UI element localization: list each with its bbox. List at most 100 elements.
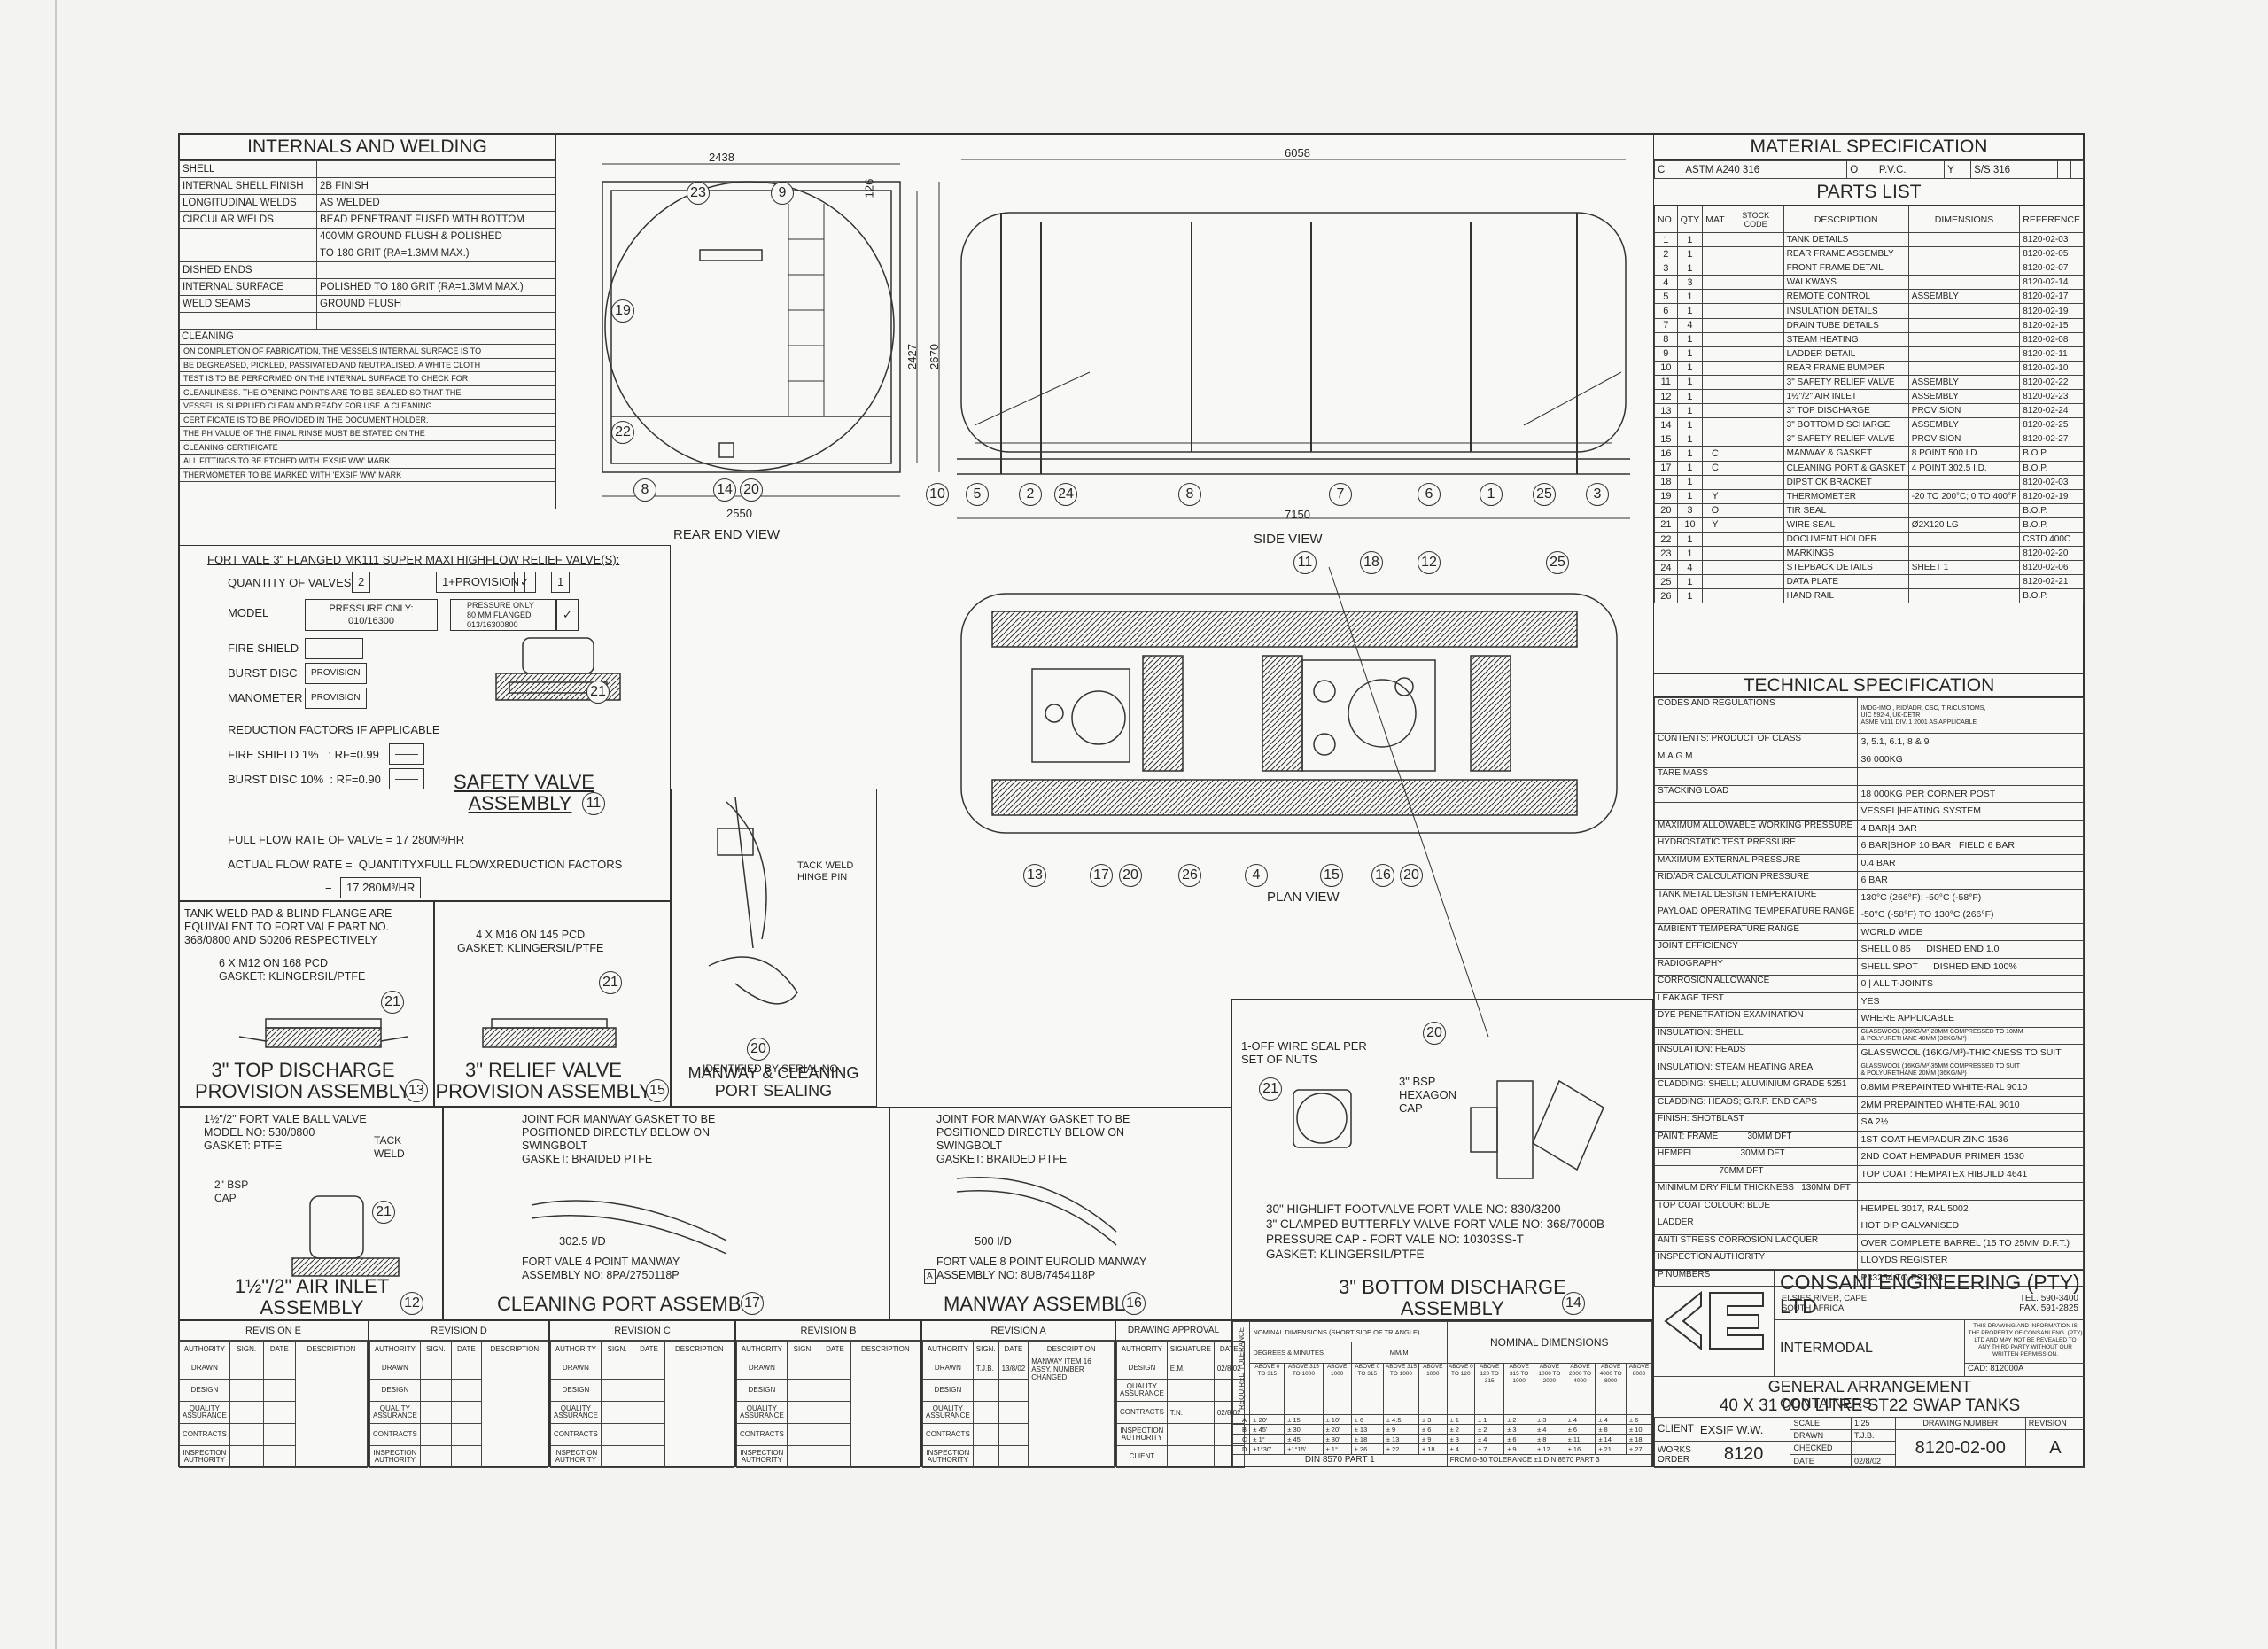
tech-spec-value: HOT DIP GALVANISED — [1857, 1217, 2084, 1235]
revision-sign — [600, 1357, 634, 1380]
tack-weld-label: TACK WELD HINGE PIN — [797, 860, 854, 883]
revision-header: DESCRIPTION — [664, 1341, 735, 1357]
tolerance-column: ABOVE 1000 — [1418, 1362, 1448, 1415]
tech-spec-label: ANTI STRESS CORROSION LACQUER — [1653, 1233, 1859, 1252]
tech-spec-value: 0.4 BAR — [1857, 853, 2084, 872]
parts-cell: 3 — [1654, 261, 1678, 276]
parts-cell: 14 — [1654, 417, 1678, 433]
parts-cell — [1702, 531, 1728, 548]
parts-cell — [1907, 331, 2021, 347]
revision-authority: DESIGN — [922, 1379, 974, 1402]
tolerance-column: ABOVE 0 TO 120 — [1446, 1362, 1476, 1415]
revision-date — [262, 1423, 297, 1446]
approval-cell — [1166, 1445, 1215, 1468]
revision-header: SIGN. — [600, 1341, 634, 1357]
tolerance-value: ± 1° — [1249, 1434, 1285, 1445]
drawing-title-line-2: 40 x 31 000 LITRE ST22 SWAP TANKS — [1719, 1396, 2021, 1415]
tolerance-value: ± 6 — [1564, 1424, 1596, 1435]
parts-cell: 1 — [1676, 246, 1704, 262]
technical-spec-panel: TECHNICAL SPECIFICATION CODES AND REGULA… — [1653, 673, 2085, 1287]
revision-sign — [786, 1357, 820, 1380]
revision-header: SIGN. — [786, 1341, 820, 1357]
tolerance-side-label: REQUIRED TOLERANCE — [1232, 1321, 1250, 1415]
item-balloon: 26 — [1178, 864, 1201, 887]
tech-spec-value: SHELL SPOT DISHED END 100% — [1857, 957, 2084, 976]
tech-spec-label: LEAKAGE TEST — [1653, 992, 1859, 1010]
revision-row: DESIGN — [550, 1379, 734, 1402]
revision-date — [262, 1401, 297, 1424]
tech-spec-value: TOP COAT : HEMPATEX HIBUILD 4641 — [1857, 1164, 2084, 1183]
technical-spec-title: TECHNICAL SPECIFICATION — [1654, 674, 2084, 697]
item-balloon: 8 — [1178, 483, 1201, 506]
parts-cell: 1 — [1676, 331, 1704, 347]
tolerance-value: ± 14 — [1595, 1434, 1627, 1445]
parts-cell: B.O.P. — [2019, 517, 2084, 533]
parts-cell: 21 — [1654, 517, 1678, 533]
tech-spec-label: TOP COAT COLOUR: BLUE — [1653, 1199, 1859, 1217]
revision-date — [262, 1357, 297, 1380]
revision-sign — [972, 1423, 999, 1446]
item-balloon: 14 — [1562, 1292, 1585, 1315]
parts-cell: 20 — [1654, 502, 1678, 518]
rf-fire-box: —— — [389, 743, 424, 765]
tech-spec-label: M.A.G.M. — [1653, 750, 1859, 768]
revision-title: REVISION E — [179, 1321, 368, 1341]
tolerance-footer-1: DIN 8570 PART 1 — [1232, 1453, 1448, 1467]
tolerance-value: ± 9 — [1382, 1424, 1420, 1435]
parts-cell: CSTD 400C — [2019, 531, 2084, 548]
approval-cell: 02/8/02 — [1213, 1357, 1245, 1380]
revision-row: CONTRACTS — [369, 1423, 548, 1446]
item-balloon: 21 — [599, 971, 622, 994]
revision-date — [819, 1357, 851, 1380]
revision-row: DRAWN — [179, 1357, 368, 1468]
parts-cell: 8120-02-27 — [2019, 432, 2084, 447]
tech-spec-label: AMBIENT TEMPERATURE RANGE — [1653, 922, 1859, 941]
parts-cell — [1727, 446, 1784, 462]
fire-shield-label: FIRE SHIELD — [228, 642, 299, 655]
revision-sign — [600, 1401, 634, 1424]
manway-note: JOINT FOR MANWAY GASKET TO BE POSITIONED… — [936, 1113, 1130, 1165]
model-label: MODEL — [228, 606, 269, 619]
rf-fire-shield: FIRE SHIELD 1% : RF=0.99 — [228, 748, 379, 761]
drawing-number-label: DRAWING NUMBER — [1894, 1417, 2026, 1430]
parts-cell — [1702, 289, 1728, 305]
parts-cell: 18 — [1654, 474, 1678, 490]
parts-cell: 1 — [1676, 346, 1704, 362]
revision-row: INSPECTION AUTHORITY — [736, 1445, 920, 1468]
tolerance-value: ± 2 — [1446, 1424, 1476, 1435]
parts-cell: REAR FRAME BUMPER — [1783, 360, 1909, 376]
item-balloon: 20 — [1400, 864, 1423, 887]
tolerance-value: ± 4 — [1446, 1443, 1476, 1455]
parts-cell: 8 — [1654, 331, 1678, 347]
tech-spec-label: FINISH: SHOTBLAST — [1653, 1113, 1859, 1132]
parts-cell: Y — [1702, 517, 1728, 533]
revision-authority: QUALITY ASSURANCE — [179, 1401, 230, 1424]
revision-date — [998, 1379, 1029, 1402]
parts-cell — [1702, 432, 1728, 447]
revision-date — [819, 1401, 851, 1424]
parts-cell: 1 — [1676, 474, 1704, 490]
parts-cell: 1 — [1676, 488, 1704, 504]
item-balloon: 17 — [741, 1292, 764, 1315]
checked-value — [1851, 1441, 1896, 1456]
tech-spec-value: HEMPEL 3017, RAL 5002 — [1857, 1199, 2084, 1217]
tech-spec-value: LLOYDS REGISTER — [1857, 1251, 2084, 1270]
parts-cell — [1702, 588, 1728, 604]
revision-header: DATE — [633, 1341, 665, 1357]
rf-burst-disc: BURST DISC 10% : RF=0.90 — [228, 773, 381, 786]
parts-cell — [1907, 531, 2021, 548]
revision-date — [633, 1357, 665, 1380]
dim-2427: 2427 — [905, 344, 919, 369]
cleaning-port-title: CLEANING PORT ASSEMBLY — [497, 1293, 764, 1315]
cleaning-line: THERMOMETER TO BE MARKED WITH 'EXSIF WW'… — [179, 469, 555, 482]
